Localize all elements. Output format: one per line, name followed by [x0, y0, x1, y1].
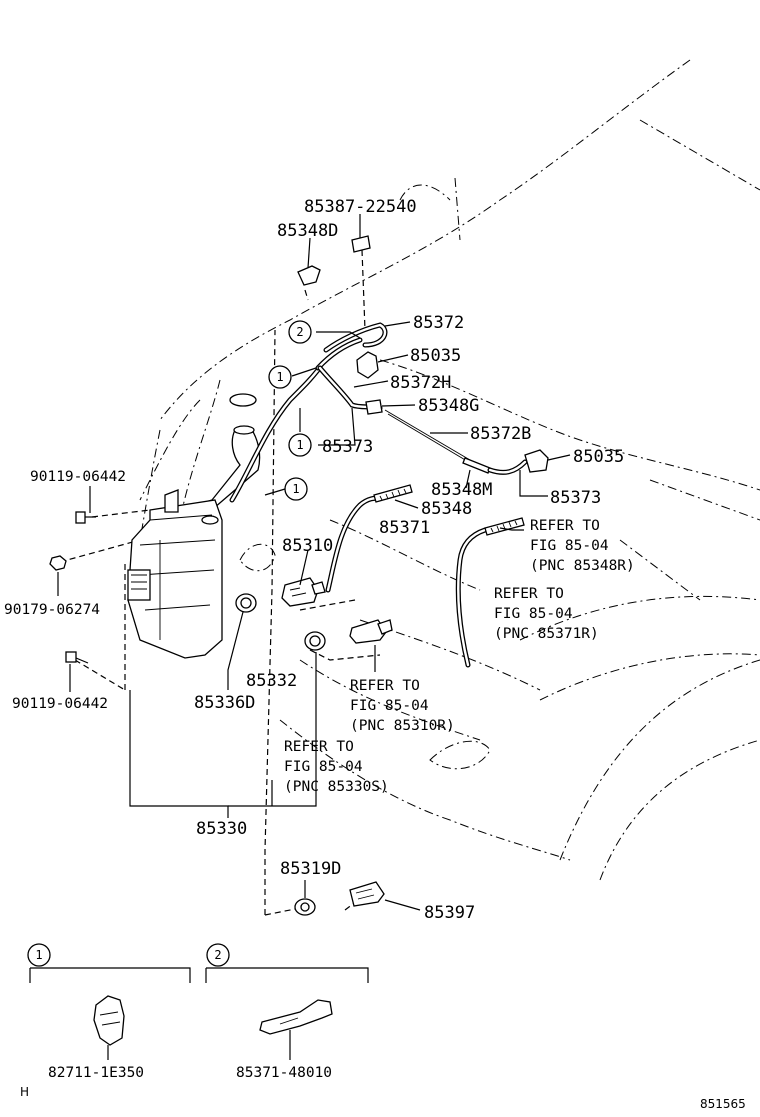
ref-note-85348R: REFER TO FIG 85-04 (PNC 85348R) — [530, 518, 635, 574]
svg-text:REFER TO: REFER TO — [530, 518, 600, 534]
label-82711-1E350: 82711-1E350 — [48, 1065, 144, 1081]
label-85330: 85330 — [196, 819, 247, 839]
svg-text:(PNC 85330S): (PNC 85330S) — [284, 779, 389, 795]
label-85332: 85332 — [246, 671, 297, 691]
svg-text:1: 1 — [296, 438, 303, 452]
label-85319D: 85319D — [280, 859, 341, 879]
label-90119-06442-top: 90119-06442 — [30, 469, 126, 485]
footer-left-mark: H — [20, 1085, 29, 1099]
callout-2-inset: 2 — [206, 943, 230, 967]
part-labels: 85387-22540 85348D 85372 85035 85372H 85… — [4, 197, 624, 1081]
svg-text:REFER TO: REFER TO — [284, 739, 354, 755]
vehicle-outline — [129, 59, 760, 881]
label-85348D: 85348D — [277, 221, 338, 241]
bolt-90119-a — [75, 511, 96, 524]
label-85372B: 85372B — [470, 424, 531, 444]
grommet-85319D — [294, 898, 316, 916]
nut-90179 — [49, 555, 67, 571]
label-85348M: 85348M — [431, 480, 492, 500]
label-85397: 85397 — [424, 903, 475, 923]
label-85387-22540: 85387-22540 — [304, 197, 417, 217]
label-85372H: 85372H — [390, 373, 451, 393]
washer-pump-85310 — [281, 577, 326, 607]
callout-1-c: 1 — [284, 477, 308, 501]
label-85371-48010: 85371-48010 — [236, 1065, 332, 1081]
callout-circles: 2 1 1 1 1 2 — [27, 320, 312, 967]
label-90119-06442-bottom: 90119-06442 — [12, 696, 108, 712]
label-85373-right: 85373 — [550, 488, 601, 508]
svg-text:FIG 85-04: FIG 85-04 — [494, 606, 573, 622]
label-85348: 85348 — [421, 499, 472, 519]
grommet-85336D — [235, 593, 257, 613]
svg-text:FIG 85-04: FIG 85-04 — [530, 538, 609, 554]
callout-1-inset: 1 — [27, 943, 51, 967]
svg-text:FIG 85-04: FIG 85-04 — [350, 698, 429, 714]
label-85310: 85310 — [282, 536, 333, 556]
washer-reservoir-tank — [127, 393, 261, 659]
small-parts — [49, 235, 549, 1046]
label-85372: 85372 — [413, 313, 464, 333]
svg-text:(PNC 85371R): (PNC 85371R) — [494, 626, 599, 642]
svg-text:(PNC 85348R): (PNC 85348R) — [530, 558, 635, 574]
svg-text:(PNC 85310R): (PNC 85310R) — [350, 718, 455, 734]
grommet-85332 — [304, 631, 326, 651]
callout-1-a: 1 — [268, 365, 292, 389]
inset-part-82711 — [93, 995, 125, 1046]
label-85035-right: 85035 — [573, 447, 624, 467]
svg-text:1: 1 — [276, 370, 283, 384]
svg-text:1: 1 — [35, 948, 42, 962]
svg-text:REFER TO: REFER TO — [350, 678, 420, 694]
svg-text:1: 1 — [292, 482, 299, 496]
inset-part-85371-48010 — [259, 999, 333, 1035]
ref-note-85330S: REFER TO FIG 85-04 (PNC 85330S) — [284, 739, 389, 795]
svg-text:2: 2 — [296, 325, 303, 339]
reference-notes: REFER TO FIG 85-04 (PNC 85348R) REFER TO… — [284, 518, 635, 795]
svg-text:FIG 85-04: FIG 85-04 — [284, 759, 363, 775]
label-90179-06274: 90179-06274 — [4, 602, 100, 618]
svg-text:REFER TO: REFER TO — [494, 586, 564, 602]
leader-lines — [29, 214, 571, 1060]
label-85035-top: 85035 — [410, 346, 461, 366]
callout-1-b: 1 — [288, 433, 312, 457]
ref-note-85310R: REFER TO FIG 85-04 (PNC 85310R) — [350, 678, 455, 734]
label-85371: 85371 — [379, 518, 430, 538]
ref-note-85371R: REFER TO FIG 85-04 (PNC 85371R) — [494, 586, 599, 642]
level-sensor-85397 — [349, 881, 385, 907]
callout-2-top: 2 — [288, 320, 312, 344]
figure-id: 851565 — [700, 1097, 746, 1111]
label-85348G: 85348G — [418, 396, 479, 416]
label-85336D: 85336D — [194, 693, 255, 713]
svg-text:2: 2 — [214, 948, 221, 962]
bolt-90119-b — [65, 651, 89, 664]
label-85373-top: 85373 — [322, 437, 373, 457]
